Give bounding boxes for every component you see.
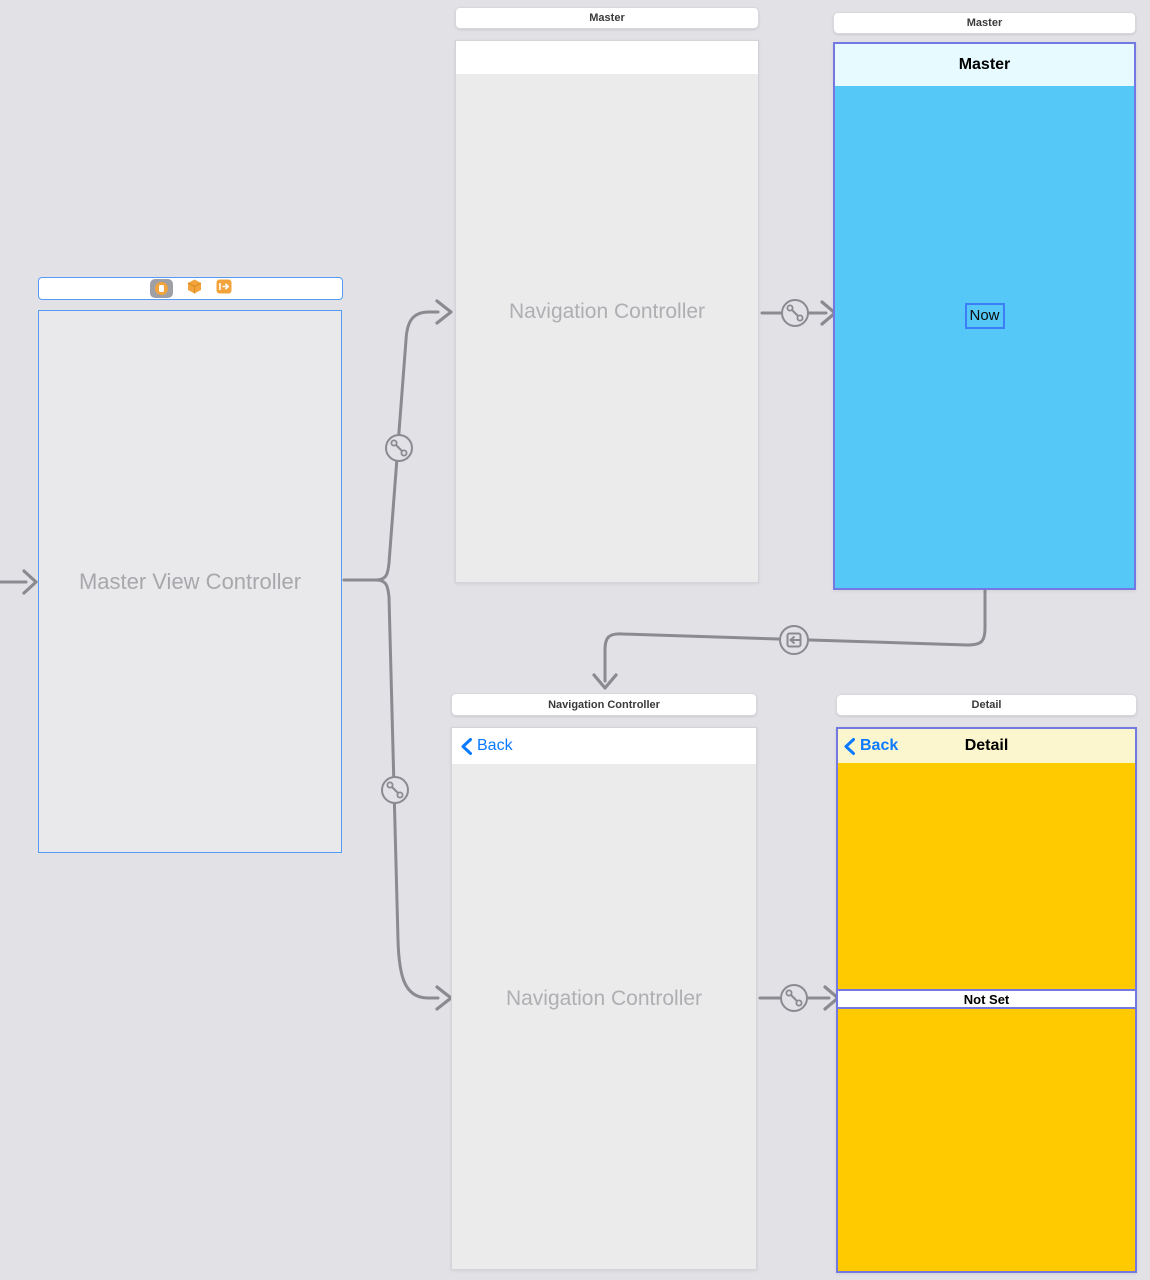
scene-dock-label-nav-top[interactable]: Master [455,7,759,29]
segue-line [603,589,987,683]
segue-badge-bar [788,992,800,1004]
segue-line [342,310,440,582]
nav-bar-title: Master [958,56,1011,73]
segue-badge-bar [389,784,401,796]
navigation-controller-bottom-scene[interactable]: Back Navigation Controller [451,727,757,1270]
master-view-controller-scene[interactable]: Master View Controller [38,310,342,853]
entry-arrowhead [22,569,38,595]
now-button[interactable]: Now [964,303,1005,329]
back-chevron-icon [461,737,472,755]
scene-dock-label-nav-bottom[interactable]: Navigation Controller [451,693,757,716]
segue-badge-bar [393,442,405,454]
back-button[interactable]: Back [461,737,513,755]
now-button-label: Now [969,307,1000,324]
segue-badge-dot [785,989,793,997]
segue-badge-dot [396,791,404,799]
segue-badge-dot [796,314,804,322]
master-view-scene[interactable]: Master Now [833,42,1136,590]
segue-badge-dot [400,449,408,457]
segue-badge-dot [786,304,794,312]
scene-title: Master View Controller [78,568,302,594]
view-controller-icon[interactable] [149,279,173,298]
segue-line [342,578,440,1000]
segue-badge-dot [795,999,803,1007]
back-chevron-icon [844,737,855,755]
scene-title: Navigation Controller [505,986,703,1010]
segue-badge-circle [781,299,809,327]
detail-view-scene[interactable]: Back Detail Not Set [836,727,1137,1273]
navigation-bar: Back [452,728,756,764]
segue-badge-circle [381,776,409,804]
view-controller-badge [154,282,168,295]
segue-root-to-nav-bottom[interactable] [342,578,453,1011]
scene-title: Navigation Controller [508,299,706,323]
scene-dock-label-text: Master [589,12,625,24]
segue-arrowhead [435,299,453,325]
push-segue-icon[interactable] [780,984,808,1012]
scene-dock-label-text: Navigation Controller [548,698,660,711]
segue-badge-bar [789,307,801,319]
segue-badge-circle [780,984,808,1012]
segue-root-to-nav-top[interactable] [342,299,453,582]
not-set-label[interactable]: Not Set [836,989,1137,1009]
navigation-bar: Master [835,44,1134,86]
initial-view-controller-arrow[interactable] [0,569,38,595]
segue-badge-circle [385,434,413,462]
segue-master-to-nav-bottom[interactable] [592,589,987,690]
segue-badge-circle [779,625,809,655]
scene-dock-label-master-view[interactable]: Master [833,12,1136,34]
segue-badge-square [786,632,802,648]
scene-dock-label-detail[interactable]: Detail [836,694,1137,716]
push-segue-icon[interactable] [381,776,409,804]
segue-nav-bottom-to-detail[interactable] [758,984,840,1012]
nav-bar-title: Detail [964,737,1009,754]
first-responder-icon[interactable] [187,279,202,299]
navigation-bar: Back Detail [838,729,1135,763]
segue-arrowhead [592,673,618,690]
push-segue-icon[interactable] [385,434,413,462]
back-button[interactable]: Back [844,729,898,763]
segue-badge-dot [386,781,394,789]
view-controller-glyph [158,285,164,292]
scene-dock-label-text: Detail [971,699,1002,711]
not-set-label-text: Not Set [963,991,1010,1007]
navigation-bar [456,41,758,74]
scene-dock-label-text: Master [966,17,1003,29]
unwind-segue-icon[interactable] [779,625,809,655]
segue-badge-dot [390,439,398,447]
segue-nav-top-to-master[interactable] [760,299,837,327]
scene-dock-master-vc[interactable] [38,277,343,300]
navigation-controller-top-scene[interactable]: Navigation Controller [455,40,759,583]
back-button-label: Back [477,737,513,754]
segue-arrowhead [435,985,453,1011]
segue-badge-arrow [788,635,796,645]
back-button-label: Back [860,737,899,754]
push-segue-icon[interactable] [781,299,809,327]
exit-icon[interactable] [216,279,232,299]
